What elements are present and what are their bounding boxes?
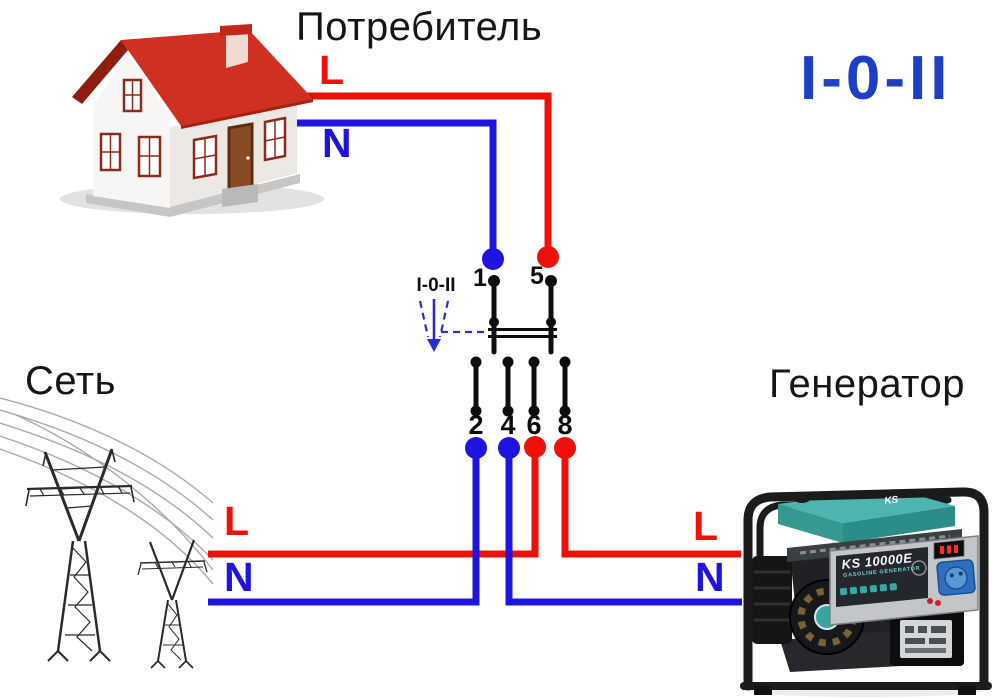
switch-mode-title: I-0-II xyxy=(800,44,952,113)
roof xyxy=(121,30,313,126)
switch-mode-label: I-0-II xyxy=(416,275,456,296)
attic-window xyxy=(122,78,143,113)
door-steps xyxy=(222,184,258,207)
transmission-tower-large xyxy=(25,448,135,662)
power-socket xyxy=(936,559,976,596)
consumer-neutral-wire xyxy=(293,119,497,252)
consumer-wires xyxy=(290,92,559,270)
changeover-switch xyxy=(470,275,571,417)
generator-live-wire xyxy=(561,450,741,558)
generator-frame xyxy=(743,487,989,691)
terminal-5-label: 5 xyxy=(530,262,544,290)
battery xyxy=(890,608,964,666)
terminal-8-label: 8 xyxy=(557,410,573,440)
mains-wires xyxy=(208,436,546,606)
transmission-tower-small xyxy=(137,539,208,669)
generator-neutral-node xyxy=(498,437,520,459)
consumer-live-label: L xyxy=(319,47,345,93)
mains-live-label: L xyxy=(224,498,250,544)
generator-live-label: L xyxy=(693,503,719,549)
generator-title: Генератор xyxy=(769,362,966,406)
terminal-6-label: 6 xyxy=(526,410,542,440)
front-windows xyxy=(192,116,287,180)
mains-neutral-node xyxy=(465,437,487,459)
generator-wires xyxy=(498,437,742,606)
house-illustration xyxy=(60,24,324,217)
generator-neutral-label: N xyxy=(695,554,725,600)
side-windows xyxy=(99,132,162,178)
terminal-2-label: 2 xyxy=(468,410,484,440)
power-towers-illustration xyxy=(0,397,214,669)
terminal-4-label: 4 xyxy=(500,410,516,440)
consumer-live-wire xyxy=(290,92,552,251)
front-door xyxy=(227,122,254,193)
consumer-title: Потребитель xyxy=(296,5,543,49)
consumer-neutral-label: N xyxy=(322,120,352,166)
mains-live-wire xyxy=(208,450,539,558)
consumer-neutral-node xyxy=(482,248,504,270)
generator-illustration xyxy=(740,487,992,697)
generator-live-node xyxy=(554,437,576,459)
mains-neutral-label: N xyxy=(224,554,254,600)
switch-bottom-contacts xyxy=(470,356,571,417)
gauge xyxy=(911,560,927,576)
generator-neutral-wire xyxy=(505,450,742,606)
consumer-live-node xyxy=(537,246,559,268)
chimney xyxy=(220,24,252,68)
mains-live-node xyxy=(524,436,546,458)
terminal-1-label: 1 xyxy=(473,264,487,292)
mains-neutral-wire xyxy=(208,450,480,606)
mains-title: Сеть xyxy=(25,359,116,403)
switch-position-arrow xyxy=(418,299,486,352)
digital-display xyxy=(933,539,965,560)
control-panel xyxy=(829,535,979,626)
generator-brand-logo: KS xyxy=(883,494,899,507)
